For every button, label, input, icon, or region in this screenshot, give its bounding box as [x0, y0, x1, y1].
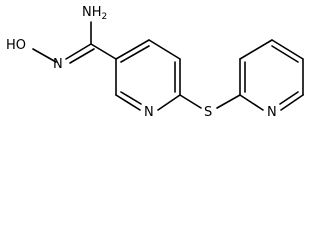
ring2-bond-6 — [239, 94, 264, 111]
bond-ring1-s — [179, 94, 202, 109]
bond-n-o — [32, 48, 57, 63]
ring1-bond-5-inner — [120, 91, 142, 105]
bond-c-n-double-b — [69, 48, 95, 64]
molecule-drawing: NH2 HO N N S N — [6, 5, 304, 120]
ring2-bond-3 — [271, 39, 304, 60]
atom-oxime-n: N — [53, 57, 63, 72]
ring2-bond-3-inner — [271, 45, 299, 63]
ring2-bond-5-inner — [279, 91, 299, 105]
ring2-bond-2 — [239, 39, 273, 60]
atom-sulfur: S — [204, 105, 212, 120]
ring1-bond-5 — [115, 94, 141, 111]
atom-pyridine2-n: N — [267, 105, 277, 120]
bond-c-n-double-a — [65, 43, 92, 60]
bond-s-ring2 — [216, 94, 241, 109]
bond-c-ring — [90, 43, 117, 60]
atom-nh2: NH2 — [82, 5, 107, 22]
ring1-bond-1-inner — [120, 45, 150, 63]
ring1-bond-1 — [115, 39, 150, 60]
ring2-bond-5 — [280, 94, 304, 111]
ring1-bond-4 — [157, 94, 181, 111]
ring1-bond-2 — [148, 39, 181, 60]
atom-ho: HO — [6, 38, 26, 53]
structure-canvas: NH2 HO N N S N — [6, 5, 304, 120]
atom-pyridine1-n: N — [144, 105, 154, 120]
